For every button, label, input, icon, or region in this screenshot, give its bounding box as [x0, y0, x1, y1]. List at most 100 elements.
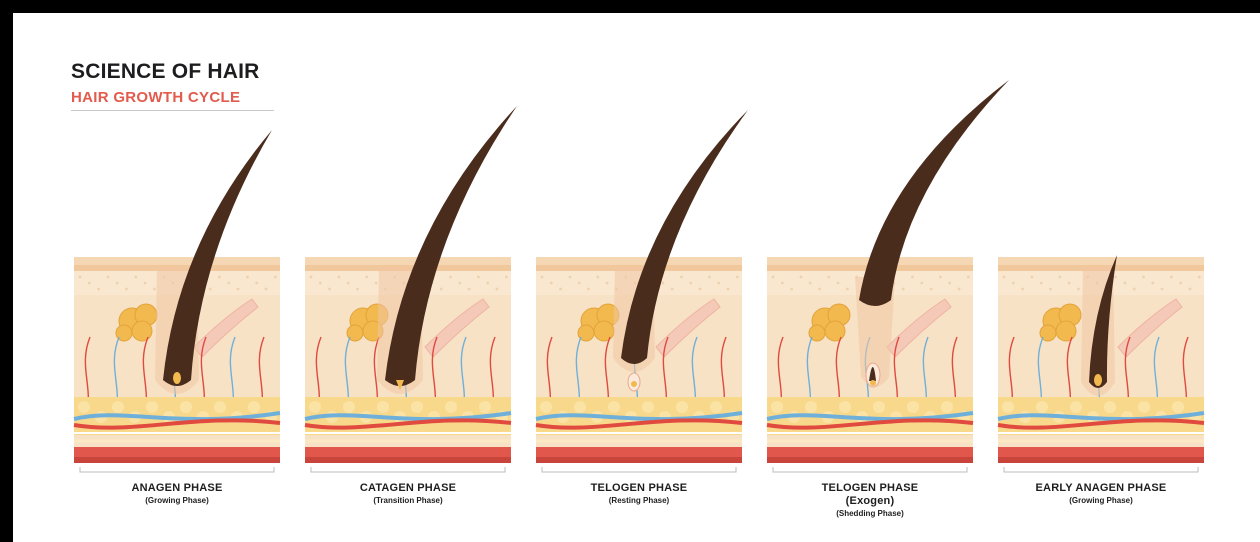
skin-texture-dot — [227, 282, 230, 285]
skin-texture-dot — [1170, 276, 1173, 279]
fat-cell — [146, 401, 158, 413]
dermal-papilla — [1094, 374, 1102, 386]
skin-texture-dot — [1198, 276, 1201, 279]
skin-texture-dot — [717, 282, 720, 285]
sebaceous-gland — [1056, 321, 1076, 341]
skin-texture-dot — [902, 288, 905, 291]
muscle-layer-deep — [536, 457, 742, 463]
skin-texture-dot — [596, 276, 599, 279]
skin-texture-dot — [1031, 276, 1034, 279]
skin-section-3 — [536, 110, 748, 472]
phase-name: EARLY ANAGEN PHASE — [998, 482, 1204, 495]
skin-texture-dot — [449, 276, 452, 279]
fat-cell — [445, 401, 457, 413]
fat-cell — [642, 401, 654, 413]
skin-texture-dot — [255, 282, 258, 285]
fat-cell — [1036, 401, 1048, 413]
skin-texture-dot — [800, 276, 803, 279]
skin-texture-dot — [1021, 288, 1024, 291]
epidermis-top — [536, 257, 742, 265]
skin-texture-dot — [265, 288, 268, 291]
phase-note: (Transition Phase) — [305, 495, 511, 506]
skin-texture-dot — [338, 276, 341, 279]
skin-texture-dot — [365, 276, 368, 279]
skin-texture-dot — [1003, 276, 1006, 279]
skin-texture-dot — [1068, 282, 1071, 285]
fat-cell — [873, 401, 885, 413]
phase-name: TELOGEN PHASE — [767, 482, 973, 495]
fat-cell — [1138, 401, 1150, 413]
skin-texture-dot — [1189, 288, 1192, 291]
fat-cell — [248, 401, 260, 413]
dermal-papilla — [870, 380, 876, 386]
epidermis-top — [305, 257, 511, 265]
label-bracket — [1004, 467, 1198, 472]
skin-texture-dot — [468, 288, 471, 291]
skin-texture-dot — [920, 282, 923, 285]
phase-name: CATAGEN PHASE — [305, 482, 511, 495]
phase-name: ANAGEN PHASE — [74, 482, 280, 495]
fat-cell — [377, 401, 389, 413]
dermal-papilla — [631, 381, 637, 387]
epidermis-top — [998, 257, 1204, 265]
label-bracket — [773, 467, 967, 472]
skin-texture-dot — [727, 288, 730, 291]
skin-texture-dot — [144, 282, 147, 285]
fat-cell — [574, 401, 586, 413]
skin-texture-dot — [274, 276, 277, 279]
skin-texture-dot — [1151, 282, 1154, 285]
phase-note: (Growing Phase) — [74, 495, 280, 506]
label-bracket — [311, 467, 505, 472]
skin-texture-dot — [1161, 288, 1164, 291]
skin-texture-dot — [1058, 276, 1061, 279]
fat-cell — [214, 401, 226, 413]
skin-texture-dot — [680, 276, 683, 279]
muscle-layer-deep — [767, 457, 973, 463]
skin-texture-dot — [125, 288, 128, 291]
fat-cell — [676, 401, 688, 413]
fat-cell — [411, 401, 423, 413]
skin-texture-dot — [1142, 276, 1145, 279]
skin-texture-dot — [134, 276, 137, 279]
skin-texture-dot — [818, 288, 821, 291]
phase-label-anagen: ANAGEN PHASE (Growing Phase) — [74, 482, 280, 506]
skin-texture-dot — [319, 282, 322, 285]
skin-texture-dot — [736, 276, 739, 279]
skin-texture-dot — [1133, 288, 1136, 291]
fat-cell — [78, 401, 90, 413]
skin-texture-dot — [347, 282, 350, 285]
skin-texture-dot — [1040, 282, 1043, 285]
skin-texture-dot — [772, 276, 775, 279]
skin-texture-dot — [689, 282, 692, 285]
skin-section-1 — [74, 130, 280, 472]
fat-cell — [180, 401, 192, 413]
label-bracket — [80, 467, 274, 472]
fat-cell — [1070, 401, 1082, 413]
muscle-layer-deep — [305, 457, 511, 463]
skin-texture-dot — [505, 276, 508, 279]
phase-note: (Exogen) — [767, 495, 973, 508]
skin-texture-dot — [790, 288, 793, 291]
sebaceous-gland — [825, 321, 845, 341]
skin-texture-dot — [486, 282, 489, 285]
skin-texture-dot — [1012, 282, 1015, 285]
fat-cell — [1002, 401, 1014, 413]
skin-texture-dot — [606, 282, 609, 285]
fat-cell — [839, 401, 851, 413]
skin-texture-dot — [310, 276, 313, 279]
phase-note: (Growing Phase) — [998, 495, 1204, 506]
skin-texture-dot — [1049, 288, 1052, 291]
phase-extra-note: (Shedding Phase) — [767, 508, 973, 519]
skin-texture-dot — [237, 288, 240, 291]
skin-texture-dot — [662, 282, 665, 285]
skin-texture-dot — [218, 276, 221, 279]
skin-texture-dot — [1179, 282, 1182, 285]
skin-texture-dot — [477, 276, 480, 279]
fat-cell — [309, 401, 321, 413]
skin-texture-dot — [827, 276, 830, 279]
skin-texture-dot — [846, 288, 849, 291]
skin-texture-dot — [958, 288, 961, 291]
skin-texture-dot — [496, 288, 499, 291]
skin-section-5 — [998, 255, 1204, 472]
